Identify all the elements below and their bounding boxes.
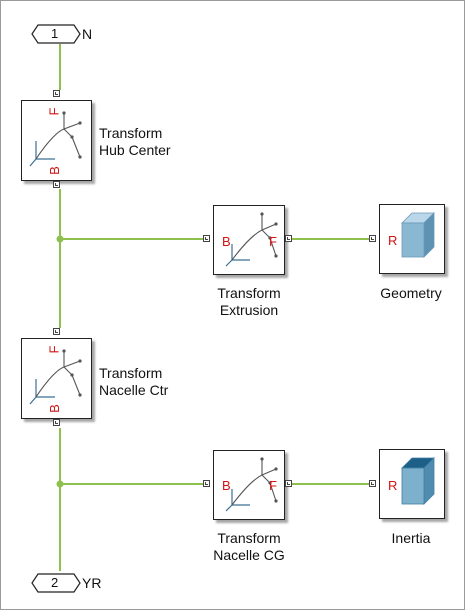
title-line-2: Nacelle CG xyxy=(213,547,285,563)
connection-port-n[interactable]: 1 N xyxy=(30,23,110,45)
port-label-b: B xyxy=(46,404,62,413)
rigid-transform-icon xyxy=(29,349,82,405)
port-extrusion-left[interactable] xyxy=(203,235,210,242)
title-line-1: Transform xyxy=(99,125,163,141)
transform-nacelle-ctr-title: Transform Nacelle Ctr xyxy=(99,365,168,399)
port-label-r: R xyxy=(388,478,398,493)
branch-point-1 xyxy=(56,235,64,243)
port-hexagon-icon xyxy=(31,24,81,44)
port-label-b: B xyxy=(222,234,231,249)
port-label: YR xyxy=(82,575,102,591)
port-hub-top[interactable] xyxy=(53,90,60,97)
transform-hub-center-title: Transform Hub Center xyxy=(99,125,171,159)
port-label-b: B xyxy=(46,166,62,175)
branch-point-2 xyxy=(56,480,64,488)
transform-nacelle-cg-block[interactable]: B F xyxy=(213,450,285,520)
port-extrusion-right[interactable] xyxy=(285,235,292,242)
geometry-title: Geometry xyxy=(380,285,442,301)
title-line-2: Nacelle Ctr xyxy=(99,382,169,398)
title-line-1: Transform xyxy=(217,285,281,301)
title-line-1: Transform xyxy=(217,530,281,546)
port-nacelle-cg-right[interactable] xyxy=(285,480,292,487)
title-line-2: Extrusion xyxy=(219,302,279,318)
port-hub-bottom[interactable] xyxy=(53,181,60,188)
port-number: 2 xyxy=(51,575,59,590)
port-nacelle-cg-left[interactable] xyxy=(203,480,210,487)
geometry-block[interactable]: R xyxy=(379,204,445,274)
rigid-transform-icon xyxy=(225,457,278,512)
port-label-f: F xyxy=(269,478,277,493)
inertia-block[interactable]: R xyxy=(379,449,445,519)
port-inertia[interactable] xyxy=(369,480,376,487)
inertia-cube-icon xyxy=(401,457,435,505)
transform-nacelle-ctr-block[interactable]: F B xyxy=(21,338,92,419)
transform-nacelle-cg-title: Transform Nacelle CG xyxy=(189,530,309,564)
title-line-1: Transform xyxy=(99,365,163,381)
solid-brick-icon xyxy=(401,212,435,258)
port-nacelle-ctr-bottom[interactable] xyxy=(53,419,60,426)
transform-extrusion-block[interactable]: B F xyxy=(213,205,285,275)
transform-hub-center-block[interactable]: F B xyxy=(21,100,92,181)
transform-extrusion-title: Transform Extrusion xyxy=(196,285,302,319)
port-label-b: B xyxy=(222,478,231,493)
port-label-f: F xyxy=(269,234,277,249)
port-label: N xyxy=(82,26,93,42)
port-label-r: R xyxy=(388,233,398,248)
port-label-f: F xyxy=(46,107,62,116)
rigid-transform-icon xyxy=(29,111,82,167)
port-nacelle-ctr-top[interactable] xyxy=(53,328,60,335)
connection-port-yr[interactable]: 2 YR xyxy=(30,572,120,594)
port-label-f: F xyxy=(46,345,62,354)
rigid-transform-icon xyxy=(225,212,278,267)
inertia-title: Inertia xyxy=(391,530,431,546)
port-hexagon-icon xyxy=(31,573,81,593)
port-number: 1 xyxy=(51,26,59,41)
port-geometry[interactable] xyxy=(369,235,376,242)
title-line-2: Hub Center xyxy=(99,142,171,158)
